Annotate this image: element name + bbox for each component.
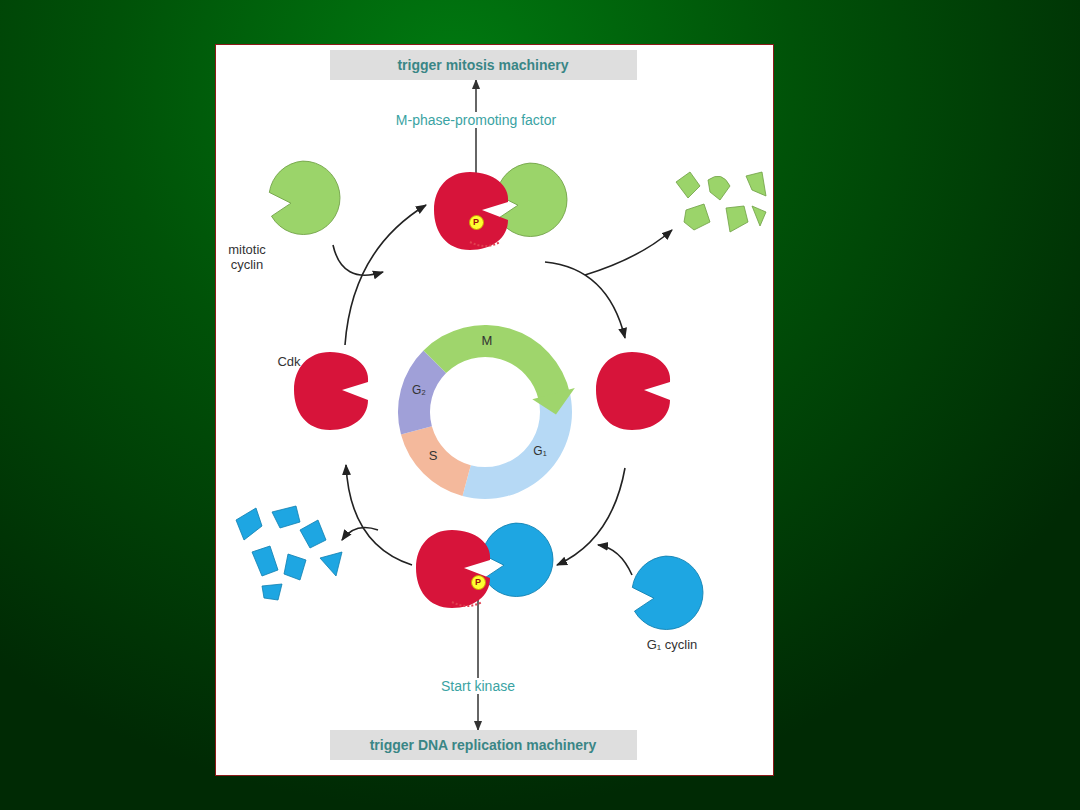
- fragment: [726, 206, 748, 232]
- cdk-shape: [416, 530, 490, 608]
- phosphate-circle: P: [471, 575, 486, 590]
- band-text: trigger mitosis machinery: [397, 57, 568, 73]
- degradation-arrow: [585, 230, 672, 275]
- cycle-arrows: [333, 205, 672, 575]
- complex-label: Start kinase: [438, 678, 518, 694]
- activation-hatch: [470, 242, 500, 246]
- phosphate-label: P: [473, 218, 479, 227]
- fragment: [676, 172, 700, 198]
- degradation-arrow: [342, 528, 378, 540]
- fragment: [708, 176, 730, 200]
- connector-arrow: [477, 590, 479, 731]
- phase-arrowhead: [532, 388, 575, 415]
- fragment: [320, 552, 342, 576]
- binding-arrow: [598, 545, 632, 575]
- fragment: [684, 204, 710, 230]
- cdk-shape: [596, 352, 670, 430]
- cdk-shape: [434, 172, 508, 250]
- machinery-band: trigger DNA replication machinery: [330, 730, 637, 760]
- phase-segment: [401, 426, 471, 496]
- mitotic-cyclin-shape: [269, 161, 340, 234]
- cycle-arrow: [545, 262, 625, 338]
- fragment: [752, 206, 766, 226]
- machinery-band: trigger mitosis machinery: [330, 50, 637, 80]
- fragment: [252, 546, 278, 576]
- fragment: [272, 506, 300, 528]
- cdk-shape: [294, 352, 368, 430]
- g1-cyclin-shape: [632, 556, 703, 629]
- fragment: [284, 554, 306, 580]
- phase-segment: [423, 325, 570, 401]
- fragment: [262, 584, 282, 600]
- phosphate-label: P: [475, 578, 481, 587]
- fragment: [236, 508, 262, 540]
- cycle-arrow: [346, 465, 412, 565]
- cyclin-fragments: [236, 506, 342, 600]
- part-label: Cdk: [277, 355, 300, 370]
- activation-hatch: [452, 602, 482, 606]
- phase-label: S: [429, 449, 438, 464]
- cycle-arrow: [557, 468, 625, 565]
- g1-cyclin-shape: [482, 523, 553, 596]
- phase-label: G₁: [533, 445, 546, 459]
- phase-label: M: [482, 334, 493, 349]
- phosphate-circle: P: [469, 215, 484, 230]
- phase-label: G₂: [412, 384, 426, 398]
- fragment: [746, 172, 766, 196]
- cyclin-fragments: [676, 172, 766, 232]
- fragment: [300, 520, 326, 548]
- cell-cycle-ring: [398, 325, 575, 499]
- band-text: trigger DNA replication machinery: [370, 737, 597, 753]
- part-label: G₁ cyclin: [647, 638, 698, 653]
- complex-label: M-phase-promoting factor: [393, 112, 559, 128]
- part-label: mitotic cyclin: [221, 243, 273, 273]
- binding-arrow: [333, 245, 383, 275]
